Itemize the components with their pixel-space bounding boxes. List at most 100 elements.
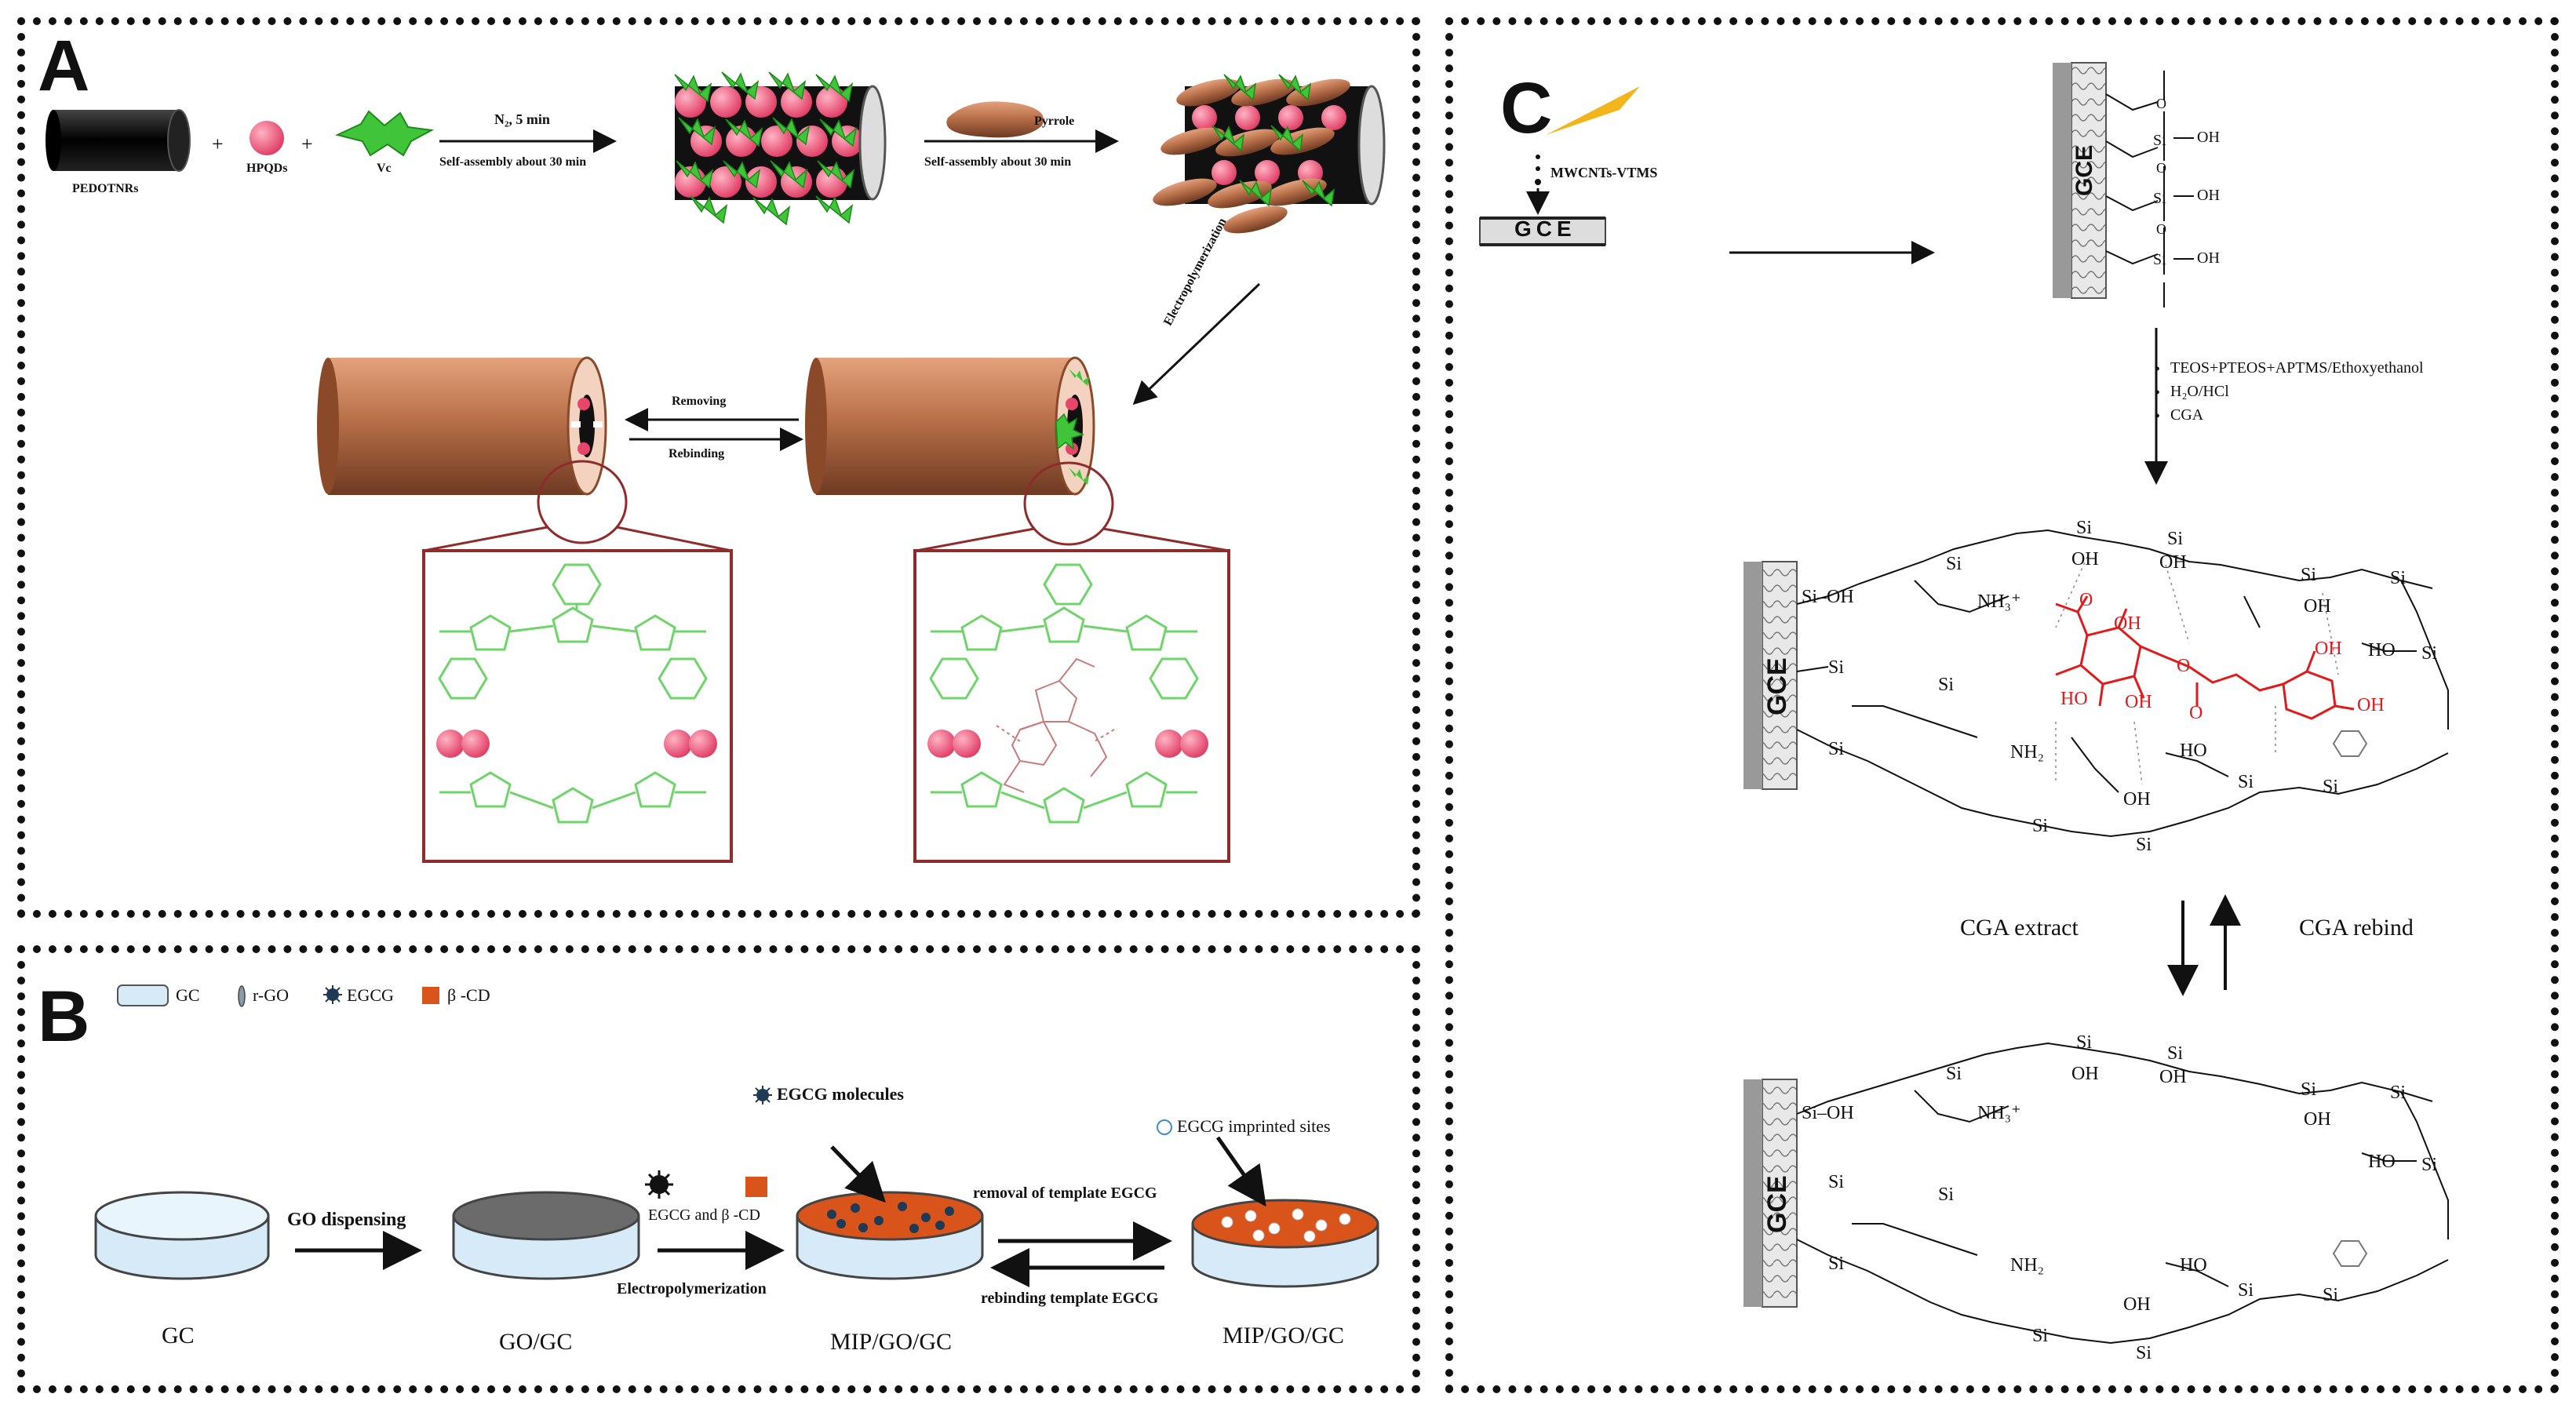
reagent-3: CGA: [2170, 406, 2204, 424]
egcg-free-icon: [645, 1170, 673, 1199]
panel-a: [17, 17, 1420, 918]
si-top-3: Si: [2153, 251, 2166, 268]
cavity-detail-right: [913, 549, 1230, 863]
si-bot-10: Si: [2421, 1155, 2438, 1175]
electrode-gc-label: GC: [162, 1323, 195, 1348]
hpqds-label: HPQDs: [246, 162, 288, 175]
si-mid-7: Si: [1828, 657, 1845, 678]
oh-bot-4: OH: [2304, 1109, 2331, 1130]
silica-network-imprinted: [1743, 1042, 2449, 1345]
legend-egcg-icon: [323, 985, 342, 1004]
pyrrole-icon: [946, 101, 1044, 138]
panel-c-letter: C: [1500, 68, 1553, 148]
ho-bot-1: HO: [2368, 1152, 2396, 1172]
o-top-3: O: [2156, 221, 2166, 237]
si-bot-2: Si: [2076, 1032, 2093, 1053]
nh2-mid: NH₂: [2010, 742, 2045, 762]
egcg-molecules-label: EGCG molecules: [777, 1084, 904, 1104]
si-mid-11: Si: [2238, 772, 2254, 792]
rod-with-qds-icon: [674, 71, 887, 226]
o-top-1: O: [2156, 96, 2166, 111]
oh-mid-4: OH: [2304, 596, 2331, 617]
ho-bot-2: HO: [2180, 1255, 2207, 1276]
zoom-circle-left: [537, 460, 628, 544]
egcg-cd-label: EGCG and β -CD: [648, 1206, 760, 1224]
gce-bottom-label: GCE: [1762, 1175, 1792, 1233]
si-mid-8: Si: [1828, 739, 1845, 759]
hpqd-icon: [250, 121, 284, 155]
si-bot-4: Si: [2301, 1079, 2317, 1100]
svg-text:+: +: [301, 133, 313, 155]
electropolymerization-b-label: Electropolymerization: [617, 1280, 767, 1297]
pyrrole-label: Pyrrole: [1034, 115, 1075, 128]
si-bot-12: Si: [2323, 1285, 2339, 1305]
si-bot-8: Si: [1828, 1254, 1845, 1274]
silica-network-with-cga: [1743, 529, 2449, 838]
legend-gc-label: GC: [176, 985, 200, 1005]
si-bot-1: Si: [1946, 1064, 1962, 1084]
panel-b: [17, 945, 1420, 1393]
si-mid-2: Si: [2076, 518, 2093, 538]
oh-bot-2: OH: [2071, 1064, 2099, 1084]
si-bot-3: Si: [2167, 1043, 2184, 1064]
si-mid-3: Si: [2167, 529, 2184, 549]
vc-label: Vc: [377, 162, 392, 175]
panel-b-letter: B: [38, 977, 90, 1057]
step2-bottom-label: Self-assembly about 30 min: [924, 155, 1072, 169]
oh-bot-5: OH: [2123, 1294, 2151, 1315]
si-mid-6: Si: [1802, 587, 1818, 607]
si-bot-11: Si: [2238, 1280, 2254, 1301]
pedot-label: PEDOTNRs: [72, 182, 139, 195]
legend-egcg-label: EGCG: [347, 985, 394, 1005]
legend-cd-icon: [422, 987, 439, 1004]
gce-small-electrode-icon: [1479, 217, 1606, 246]
cga-oh-2: OH: [2125, 692, 2152, 712]
mwcnts-label: MWCNTs-VTMS: [1550, 165, 1658, 180]
si-mid-1: Si: [1946, 554, 1962, 574]
oh-mid-2: OH: [2071, 549, 2099, 570]
cga-oh-1: OH: [2114, 613, 2141, 634]
gce-top-label: GCE: [2071, 144, 2097, 196]
si-top-1: Si: [2153, 132, 2166, 149]
cga-extract-label: CGA extract: [1960, 915, 2079, 941]
si-mid-4: Si: [2301, 565, 2317, 585]
rebinding-template-label: rebinding template EGCG: [981, 1290, 1159, 1307]
svg-text:+: +: [212, 133, 224, 155]
cga-o-1: O: [2079, 590, 2093, 610]
si-bot-5: Si: [2390, 1083, 2407, 1103]
oh-bot-1: OH: [1827, 1103, 1854, 1123]
removing-label: Removing: [672, 395, 727, 408]
si-bot-14: Si: [2032, 1326, 2049, 1346]
si-mid-13: Si: [2136, 835, 2152, 855]
mip-tube-left-icon: [317, 356, 607, 496]
mip-tube-right-icon: [805, 356, 1095, 496]
legend-cd-label: β -CD: [447, 985, 490, 1005]
removal-label: removal of template EGCG: [973, 1185, 1157, 1202]
mip-go-gc-with-template-icon: [796, 1191, 984, 1280]
mip-go-gc-imprinted-icon: [1191, 1199, 1379, 1288]
oh-bot-3: OH: [2159, 1067, 2187, 1087]
nh3-mid: NH₃⁺: [1977, 591, 2021, 612]
rod-with-pyrrole-icon: [1153, 74, 1386, 234]
go-dispensing-label: GO dispensing: [287, 1210, 406, 1230]
si-mid-12: Si: [2323, 777, 2339, 797]
si-bot-13: Si: [2136, 1343, 2152, 1363]
cga-oh-3: OH: [2315, 639, 2342, 659]
zoom-circle-right: [1023, 461, 1114, 546]
vc-icon: [335, 110, 435, 157]
cga-o-3: O: [2189, 703, 2203, 723]
nh2-bot: NH₂: [2010, 1255, 2045, 1276]
pedot-nanorod-icon: [46, 109, 191, 172]
oh-top-3: OH: [2197, 249, 2220, 267]
oh-mid-1: OH: [1827, 587, 1854, 607]
go-gc-electrode-icon: [452, 1191, 640, 1280]
legend-rgo-label: r-GO: [253, 985, 289, 1005]
step1-top-label: N₂, 5 min: [494, 111, 550, 127]
ho-mid-1: HO: [2368, 640, 2396, 661]
panel-a-letter: A: [38, 26, 90, 106]
si-mid-9: Si: [1938, 675, 1955, 695]
gce-mid-label: GCE: [1762, 657, 1792, 715]
si-mid-5: Si: [2390, 568, 2407, 588]
